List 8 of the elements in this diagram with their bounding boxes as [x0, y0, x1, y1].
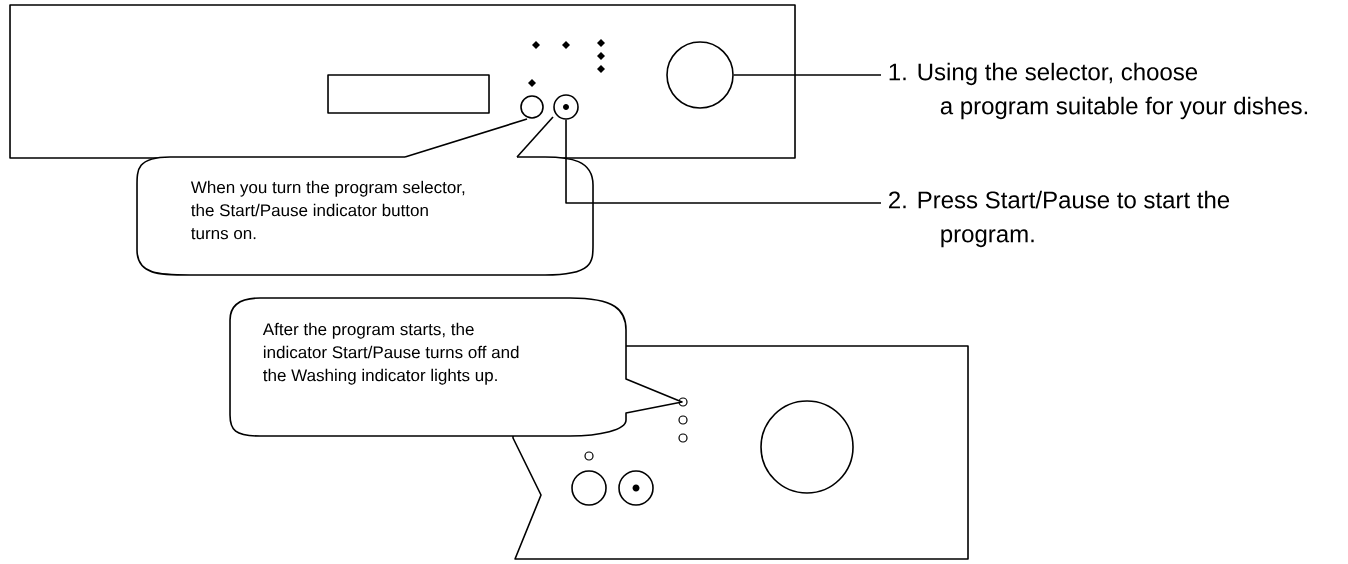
- step-text: 2. Press Start/Pause to start the program.: [889, 190, 1230, 248]
- speech-bubble: When you turn the program selector, the Start/Pause indicator button turns on.: [136, 116, 594, 276]
- leader-line: [733, 74, 882, 76]
- start-pause-button: [553, 94, 579, 120]
- selector-knob: [666, 41, 734, 109]
- speech-bubble: After the program starts, the indicator Start/Pause turns off and the Washing indicator lights up.: [229, 297, 683, 437]
- leader-line: [565, 119, 882, 204]
- step-text: 1. Using the selector, choose a program suitable for your dishes.: [889, 62, 1308, 120]
